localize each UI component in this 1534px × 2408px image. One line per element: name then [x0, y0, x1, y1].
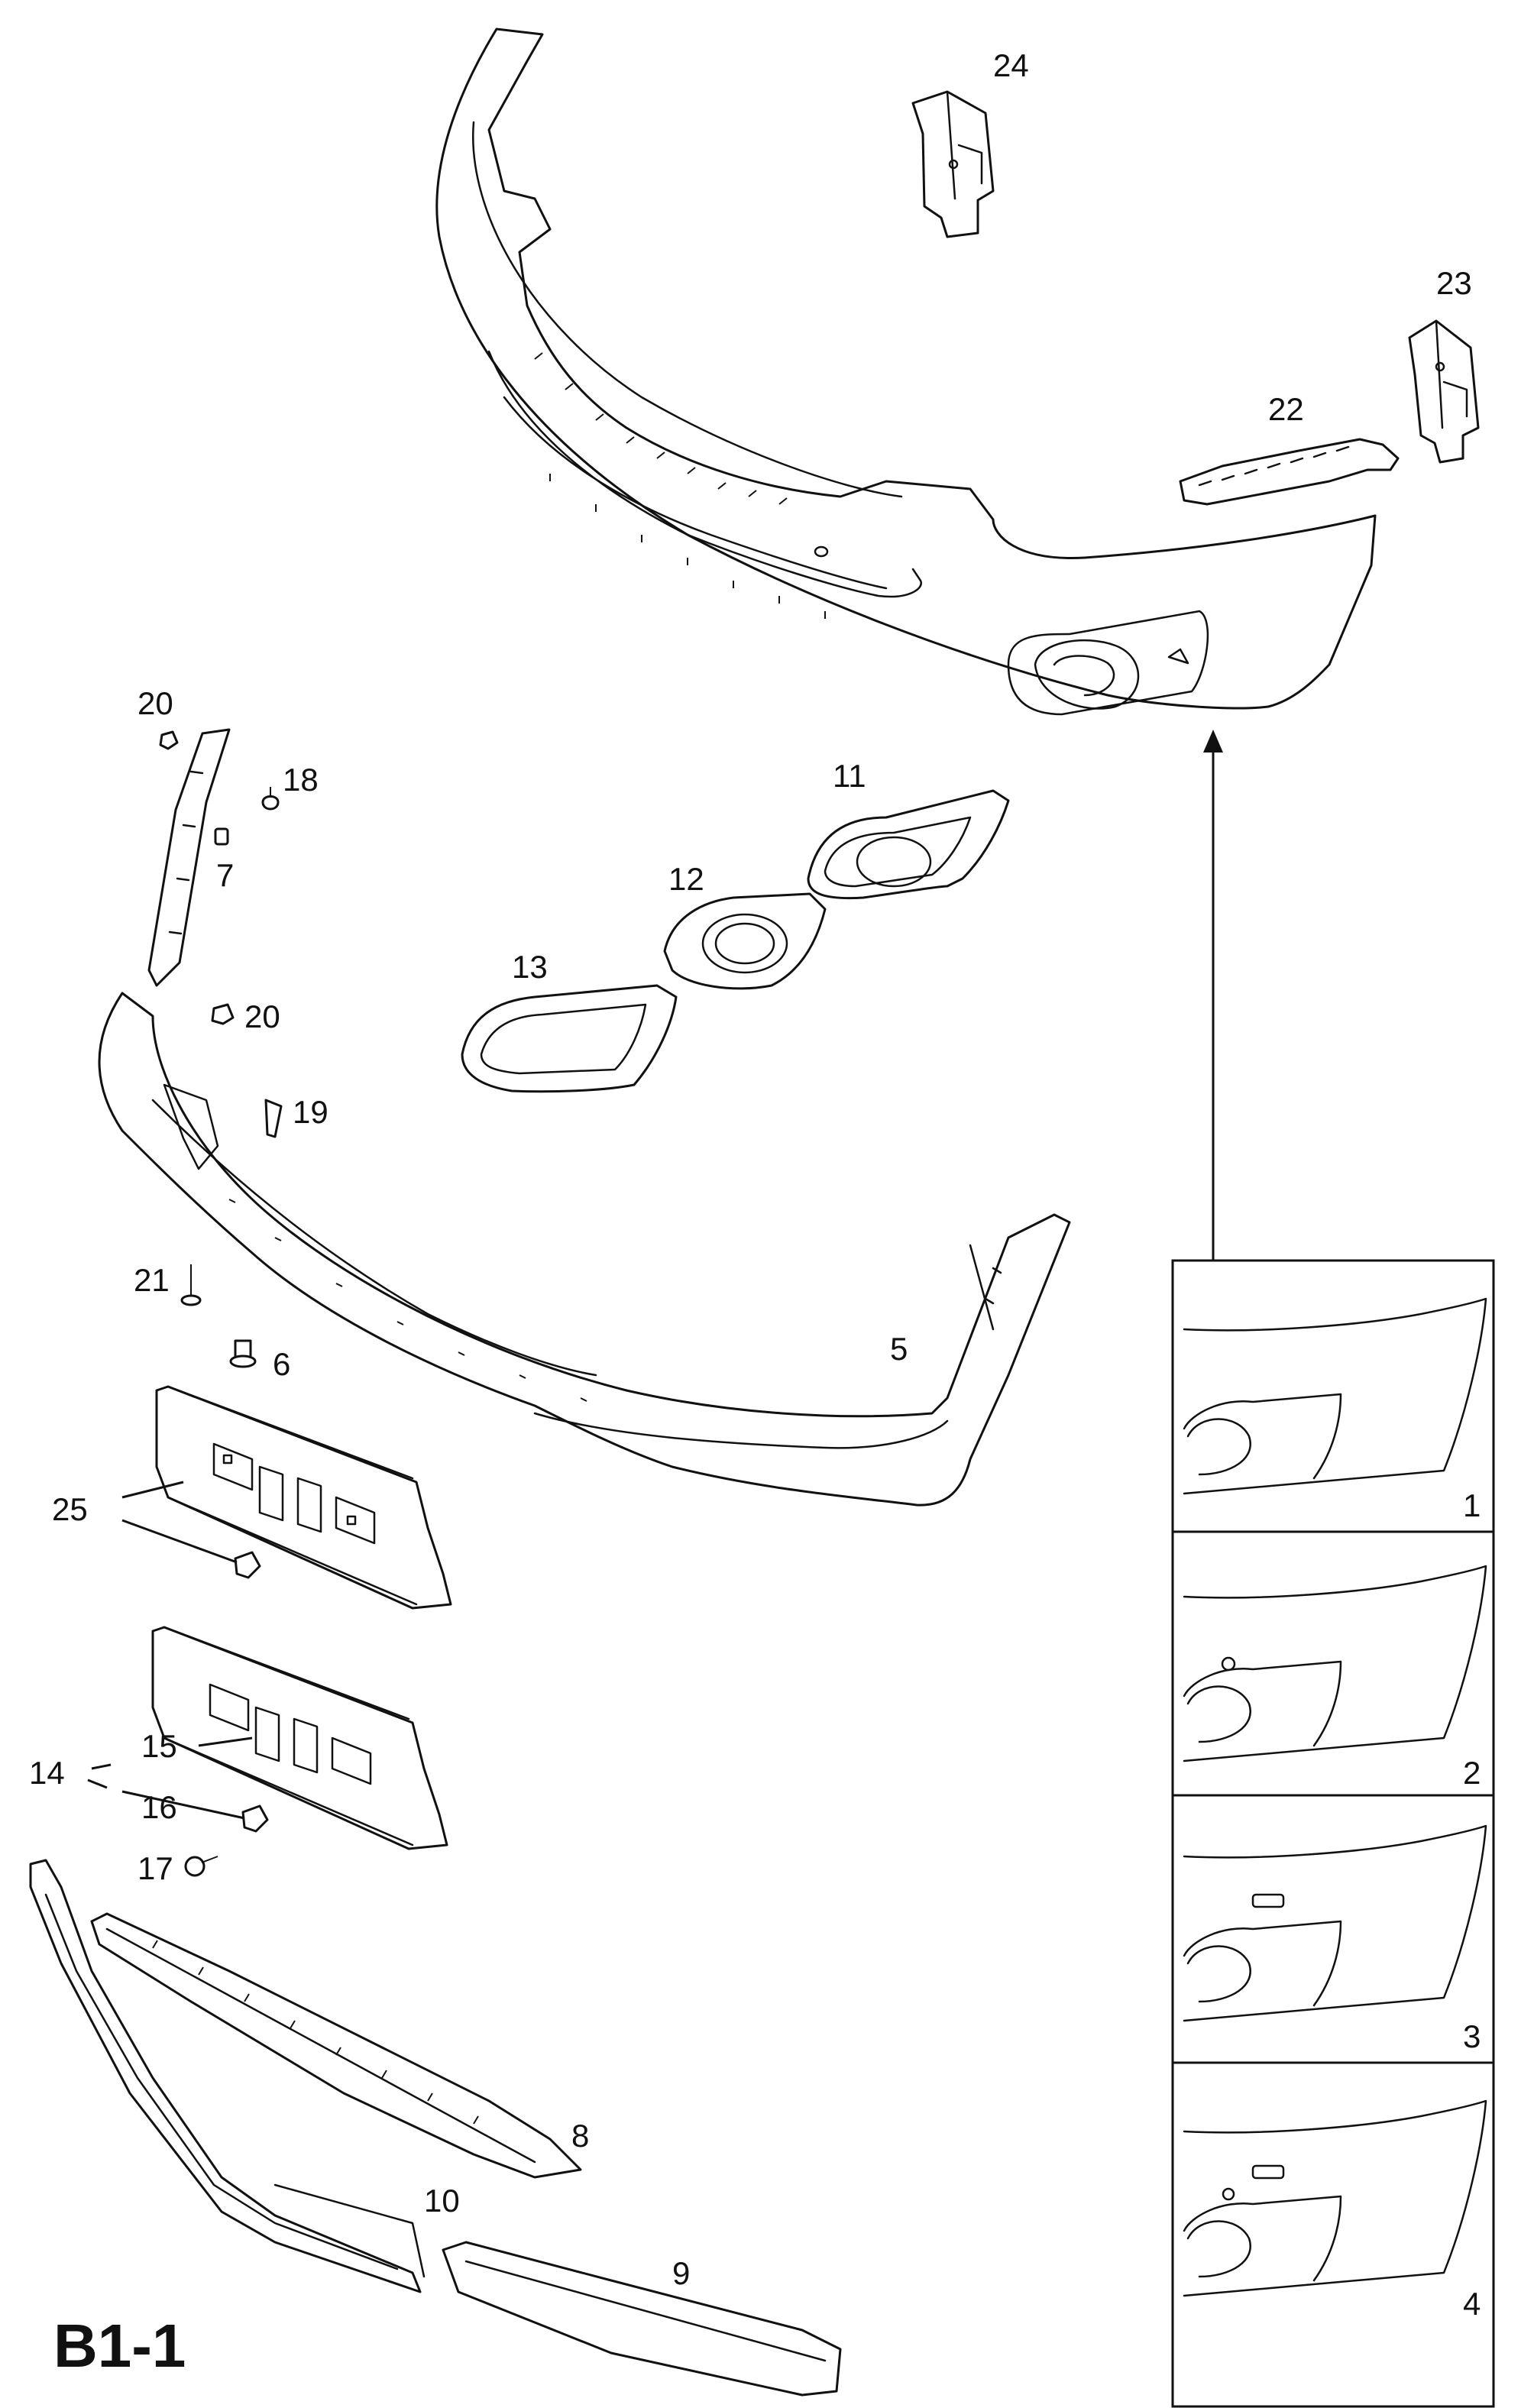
callout-17: 17	[138, 1850, 173, 1886]
callout-9: 9	[672, 2255, 690, 2291]
callout-20-mid: 20	[244, 998, 280, 1034]
fog-housing-12	[663, 892, 827, 990]
variant-2	[1183, 1565, 1487, 1762]
clip-25	[234, 1551, 261, 1579]
fastener-7	[214, 827, 229, 846]
callout-15: 15	[141, 1728, 177, 1764]
fastener-19	[264, 1099, 283, 1138]
fastener-20b	[211, 1003, 235, 1025]
absorber-15	[151, 1626, 448, 1850]
callout-labels: 24 23 22 20 18 7 11 12 13 20 19 21 6 5 2…	[29, 47, 1472, 2291]
callout-7: 7	[216, 857, 234, 893]
variant-4	[1183, 2099, 1487, 2297]
variant-label-3: 3	[1463, 2018, 1481, 2054]
callout-6: 6	[273, 1346, 290, 1382]
clip-16	[241, 1804, 269, 1833]
callout-10: 10	[424, 2183, 460, 2219]
lower-strip-9	[442, 2241, 842, 2397]
lower-trim-10	[29, 1859, 426, 2293]
leader-lines	[87, 730, 1223, 1820]
bumper-skin-5	[98, 728, 1071, 1507]
callout-23: 23	[1436, 265, 1472, 301]
callout-22: 22	[1268, 391, 1304, 427]
callout-5: 5	[890, 1331, 908, 1367]
callout-20-top: 20	[138, 685, 173, 721]
variant-label-4: 4	[1463, 2286, 1481, 2322]
diagram-title: B1-1	[53, 2312, 186, 2380]
variant-1	[1183, 1297, 1487, 1495]
callout-14: 14	[29, 1755, 65, 1791]
fastener-18	[261, 787, 280, 811]
variant-3	[1183, 1824, 1487, 2022]
callout-12: 12	[668, 861, 704, 897]
reinforcement-8	[90, 1912, 582, 2179]
bumper-cover	[435, 28, 1377, 716]
callout-8: 8	[571, 2118, 589, 2154]
fog-bezel-11	[807, 789, 1010, 900]
bracket-22	[1179, 438, 1400, 506]
variant-label-1: 1	[1463, 1487, 1481, 1523]
fastener-20a	[159, 730, 179, 750]
screw-21	[180, 1264, 202, 1306]
arrow-head-icon	[1203, 730, 1223, 752]
callout-16: 16	[141, 1789, 177, 1825]
callout-25: 25	[52, 1491, 88, 1527]
bracket-23	[1408, 319, 1480, 464]
callout-24: 24	[993, 47, 1029, 83]
callout-13: 13	[512, 949, 548, 985]
callout-19: 19	[293, 1094, 328, 1130]
callout-18: 18	[283, 762, 319, 798]
callout-21: 21	[134, 1262, 170, 1298]
screw-17	[184, 1856, 218, 1877]
callout-11: 11	[833, 758, 866, 794]
variant-label-2: 2	[1463, 1755, 1481, 1791]
fog-bezel-13	[461, 984, 678, 1093]
bracket-24	[911, 90, 995, 238]
bolt-6	[229, 1339, 257, 1368]
absorber-25	[155, 1385, 452, 1610]
variant-panel: 1 2 3 4	[1171, 1259, 1495, 2408]
